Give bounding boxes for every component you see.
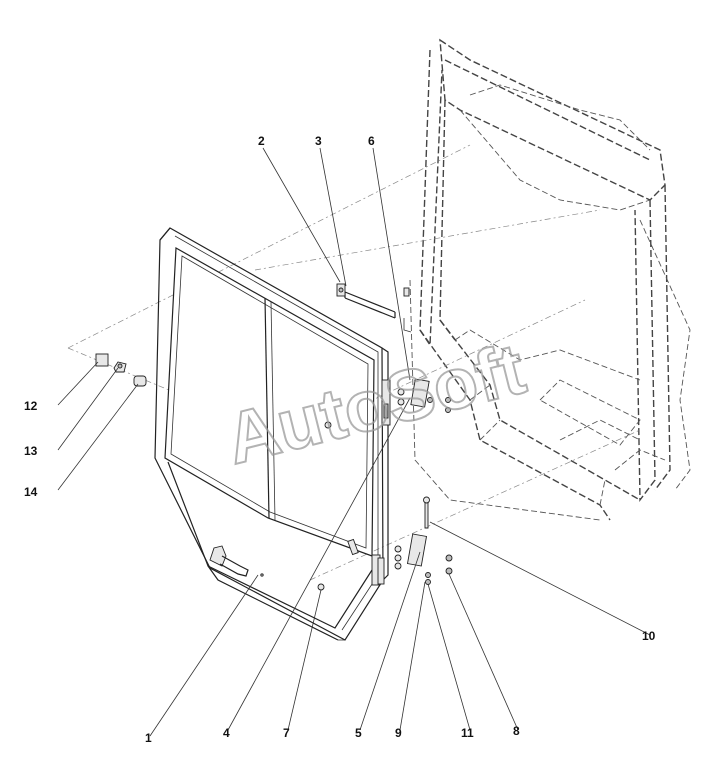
callout-14: 14 bbox=[24, 485, 38, 499]
lock-parts bbox=[95, 353, 147, 387]
callout-5: 5 bbox=[355, 726, 362, 740]
callout-3: 3 bbox=[315, 134, 322, 148]
gas-strut bbox=[336, 283, 412, 333]
callout-labels: 1 2 3 4 5 6 7 8 9 10 11 12 13 14 bbox=[24, 134, 656, 745]
callout-10: 10 bbox=[642, 629, 656, 643]
callout-1: 1 bbox=[145, 731, 152, 745]
callout-6: 6 bbox=[368, 134, 375, 148]
callout-9: 9 bbox=[395, 726, 402, 740]
callout-4: 4 bbox=[223, 726, 230, 740]
callout-13: 13 bbox=[24, 444, 38, 458]
callout-11: 11 bbox=[461, 726, 474, 740]
door-assembly bbox=[154, 227, 389, 641]
callout-8: 8 bbox=[513, 724, 520, 738]
callout-7: 7 bbox=[283, 726, 290, 740]
upper-glass bbox=[164, 247, 375, 557]
hinges bbox=[371, 378, 453, 586]
callout-12: 12 bbox=[24, 399, 38, 413]
cab-frame bbox=[409, 38, 691, 521]
callout-2: 2 bbox=[258, 134, 265, 148]
door-handle bbox=[209, 545, 249, 577]
leader-lines bbox=[57, 147, 651, 737]
